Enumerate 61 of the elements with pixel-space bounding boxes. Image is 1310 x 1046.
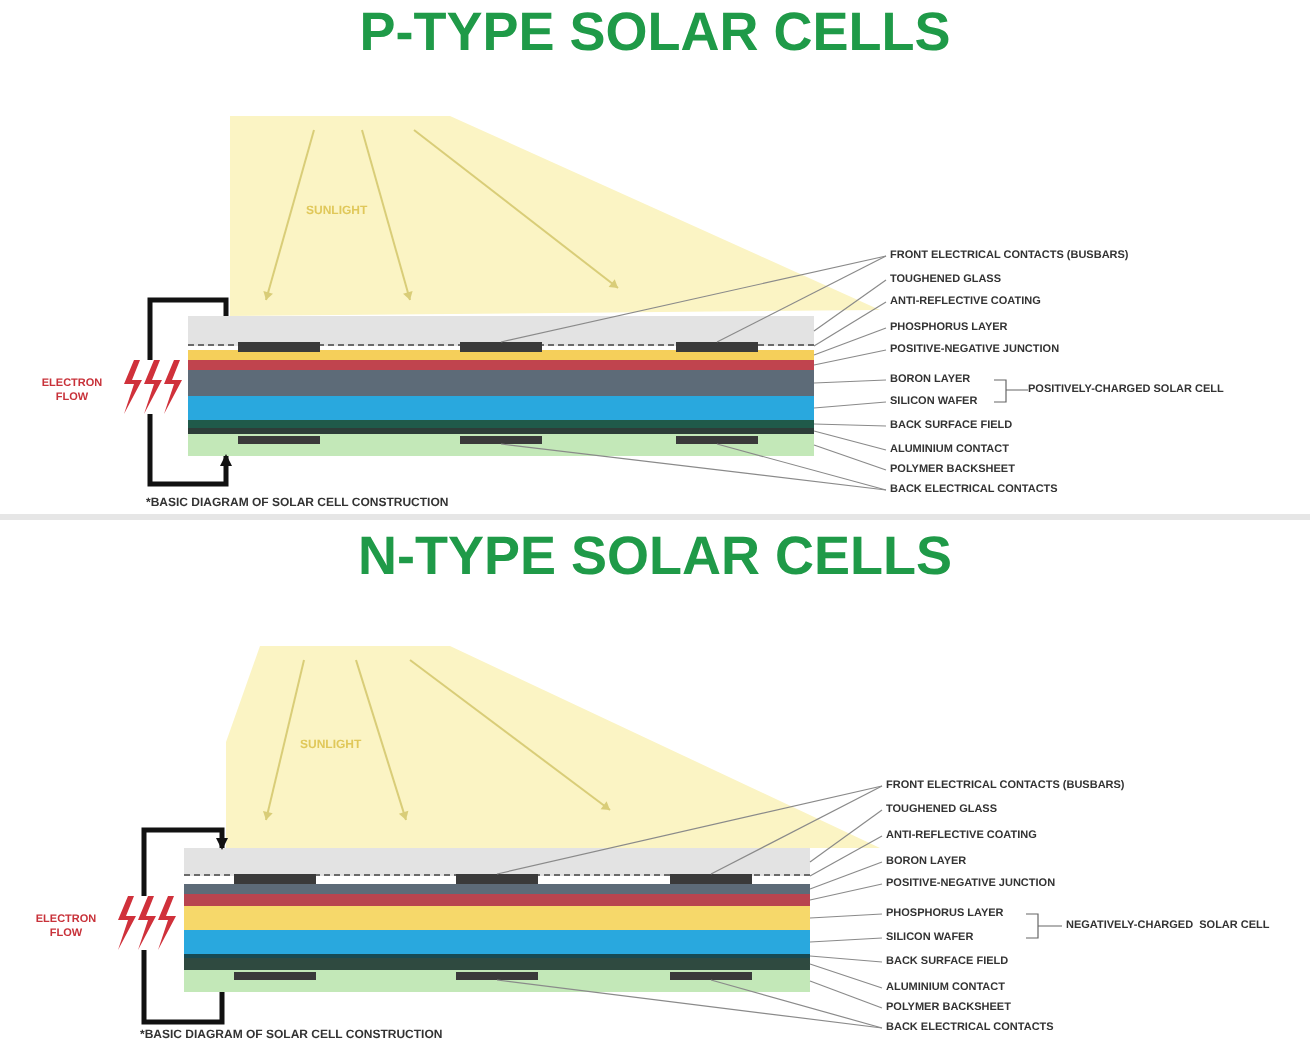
leader-line (809, 955, 883, 963)
contact-bar (460, 436, 542, 444)
cell-layer (184, 848, 810, 876)
lightning-icon (120, 360, 184, 414)
contact-bar (238, 436, 320, 444)
cell-layer (188, 316, 814, 346)
circuit-wire (147, 297, 229, 360)
leader-line (716, 443, 887, 491)
cell-layer (188, 434, 814, 456)
cell-layer (188, 370, 814, 396)
circuit-wire (147, 414, 232, 487)
leader-line (809, 963, 883, 989)
leader-line (813, 423, 887, 427)
contact-bar (676, 342, 758, 352)
cell-layer (188, 350, 814, 360)
cell-layer (188, 428, 814, 434)
leader-line (813, 379, 887, 384)
leader-line (809, 861, 883, 890)
contact-bar (676, 436, 758, 444)
leader-line (500, 255, 887, 343)
leader-line (716, 255, 887, 343)
leader-line (813, 401, 887, 409)
heading: P-TYPE SOLAR CELLS (357, 0, 953, 64)
heading: N-TYPE SOLAR CELLS (355, 524, 954, 588)
leader-line (809, 980, 883, 1009)
contact-bar (238, 342, 320, 352)
contact-bar (456, 874, 538, 884)
cell-layer (188, 360, 814, 370)
cell-layer (188, 396, 814, 420)
leader-line (809, 937, 883, 943)
cell-layer (184, 958, 810, 970)
cell-layer (184, 894, 810, 906)
contact-bar (234, 874, 316, 884)
contact-bar (670, 972, 752, 980)
cell-layer (184, 884, 810, 894)
lightning-icon (114, 896, 178, 950)
circuit-wire (141, 950, 225, 1025)
contact-bar (456, 972, 538, 980)
leader-line (809, 913, 883, 919)
leader-line (813, 327, 887, 356)
leader-line (809, 883, 883, 901)
leader-line (496, 785, 883, 875)
leader-line (809, 835, 883, 877)
leader-line (500, 443, 887, 491)
cell-layer (188, 420, 814, 428)
leader-line (813, 430, 887, 451)
contact-bar (670, 874, 752, 884)
cell-layer (184, 930, 810, 954)
leader-line (809, 809, 883, 863)
contact-bar (460, 342, 542, 352)
leader-line (710, 785, 883, 875)
leader-line (710, 979, 883, 1029)
leader-line (813, 279, 887, 332)
leader-line (496, 979, 883, 1029)
circuit-wire (141, 827, 228, 896)
cell-layer (184, 906, 810, 930)
leader-line (813, 349, 887, 366)
leader-line (813, 301, 887, 347)
contact-bar (234, 972, 316, 980)
leader-line (813, 444, 887, 471)
cell-layer (184, 970, 810, 992)
